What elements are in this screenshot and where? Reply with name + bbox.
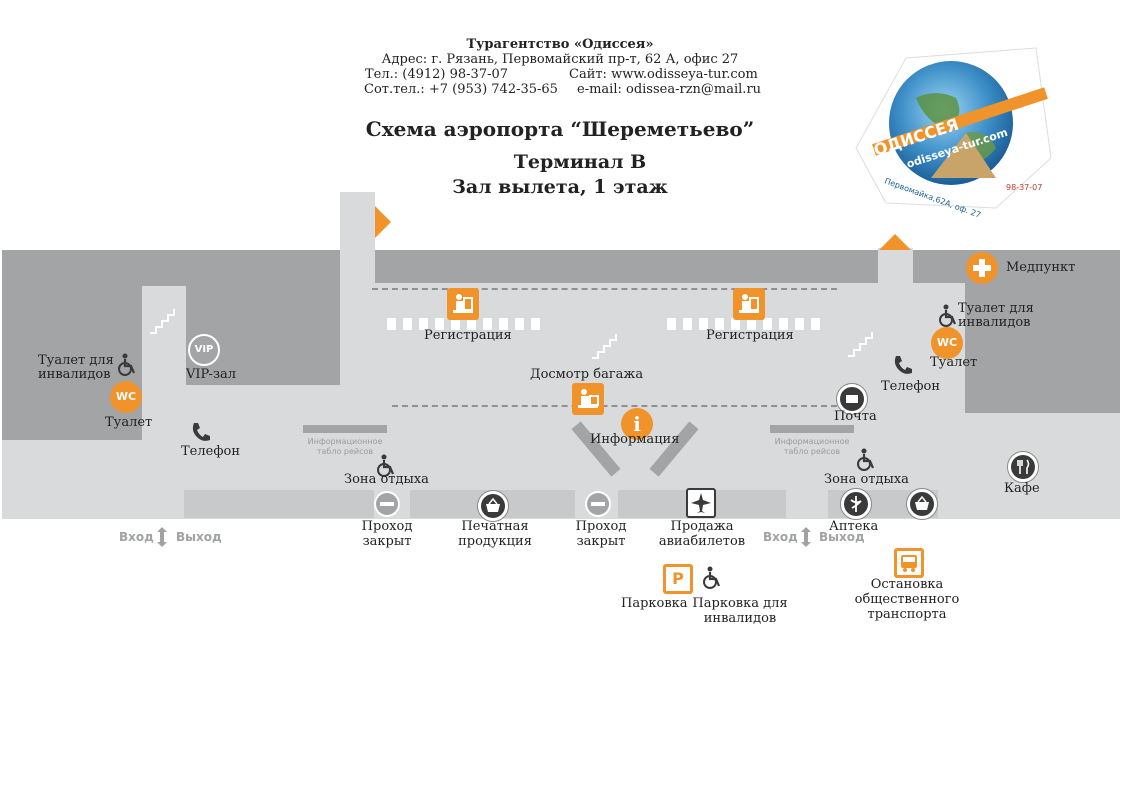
rest-zone-right-label: Зона отдыха bbox=[824, 472, 909, 487]
stairs-center-icon bbox=[592, 334, 617, 359]
medpunkt-icon[interactable] bbox=[966, 252, 998, 284]
medpunkt-label: Медпункт bbox=[1006, 260, 1076, 275]
mail-label: Почта bbox=[834, 409, 877, 424]
flight-board-left-label: Информационное табло рейсов bbox=[307, 437, 383, 456]
toilet-left-label: Туалет bbox=[105, 415, 153, 430]
entry-left-label: Вход bbox=[119, 530, 154, 544]
agency-name: Турагентство «Одиссея» bbox=[466, 37, 654, 52]
baggage-check-icon[interactable] bbox=[572, 383, 604, 415]
phone-right-label: Телефон bbox=[881, 379, 940, 394]
cafe-area bbox=[965, 415, 1120, 519]
right-wing bbox=[965, 385, 1120, 415]
vip-hall-label: VIP-зал bbox=[186, 367, 237, 382]
left-entrance-area bbox=[2, 440, 142, 519]
agency-mobile: Сот.тел.: +7 (953) 742-35-65 bbox=[364, 82, 558, 97]
page-title: Схема аэропорта “Шереметьево” bbox=[365, 117, 755, 141]
registration-left-label: Регистрация bbox=[424, 328, 512, 343]
parking-disabled-label: Парковка для инвалидов bbox=[692, 596, 788, 626]
registration-right-label: Регистрация bbox=[706, 328, 794, 343]
stairs-left-icon bbox=[150, 309, 175, 334]
agency-email[interactable]: e-mail: odissea-rzn@mail.ru bbox=[577, 82, 762, 97]
rest-zone-left-label: Зона отдыха bbox=[344, 472, 429, 487]
information-icon[interactable]: i bbox=[621, 408, 653, 440]
wheelchair-right-icon bbox=[939, 304, 957, 327]
exit-left-label: Выход bbox=[176, 530, 222, 544]
registration-line bbox=[372, 288, 837, 290]
shops-block-1 bbox=[184, 490, 374, 518]
pharmacy-label: Аптека bbox=[829, 519, 879, 534]
toilet-right-label: Туалет bbox=[930, 355, 978, 370]
toilet-disabled-right-label: Туалет для инвалидов bbox=[958, 301, 1034, 330]
stairs-right-icon bbox=[848, 332, 873, 357]
flight-board-left bbox=[303, 425, 387, 433]
cafe-icon[interactable] bbox=[1007, 451, 1039, 483]
passage-closed-1-label: Проход закрыт bbox=[361, 519, 413, 549]
tickets-label: Продажа авиабилетов bbox=[658, 519, 746, 549]
wheelchair-rest-left-icon bbox=[377, 454, 395, 477]
security-line bbox=[392, 405, 837, 407]
terminal-title: Терминал B bbox=[513, 151, 647, 173]
agency-address: Адрес: г. Рязань, Первомайский пр-т, 62 … bbox=[381, 52, 739, 67]
gate-arrow-left-icon bbox=[375, 206, 391, 238]
left-tower bbox=[340, 192, 375, 413]
registration-left-icon[interactable] bbox=[447, 288, 479, 320]
parking-icon[interactable]: P bbox=[663, 564, 693, 594]
wheelchair-rest-right-icon bbox=[857, 448, 875, 471]
parking-disabled-icon[interactable] bbox=[701, 566, 723, 590]
right-tower bbox=[878, 248, 913, 418]
flight-board-right-label: Информационное табло рейсов bbox=[774, 437, 850, 456]
left-corridor bbox=[142, 286, 186, 426]
press-label: Печатная продукция bbox=[458, 519, 532, 549]
pharmacy-icon[interactable] bbox=[840, 488, 872, 520]
entry-right-label: Вход bbox=[763, 530, 798, 544]
agency-phone: Тел.: (4912) 98-37-07 bbox=[365, 67, 509, 82]
wc-right-icon[interactable]: WC bbox=[931, 327, 963, 359]
wheelchair-left-icon bbox=[118, 353, 136, 376]
vip-icon[interactable]: VIP bbox=[188, 334, 220, 366]
check-in-desks-right bbox=[667, 318, 825, 330]
flight-board-right bbox=[770, 425, 854, 433]
mail-icon[interactable] bbox=[836, 383, 868, 415]
information-label: Информация bbox=[590, 432, 680, 447]
phone-left-icon[interactable] bbox=[190, 421, 210, 443]
no-entry-1-icon bbox=[374, 491, 400, 517]
airplane-icon[interactable] bbox=[686, 488, 716, 518]
passage-closed-2-label: Проход закрыт bbox=[575, 519, 627, 549]
odisseya-logo: ОДИССЕЯ odisseya-tur.com Первомайка,62А,… bbox=[846, 38, 1056, 220]
toilet-disabled-left-label: Туалет для инвалидов bbox=[38, 353, 114, 382]
shop-basket-icon[interactable] bbox=[906, 488, 938, 520]
entry-exit-right-icon bbox=[801, 527, 811, 547]
press-icon[interactable] bbox=[477, 490, 509, 522]
baggage-check-label: Досмотр багажа bbox=[530, 367, 644, 382]
parking-label: Парковка bbox=[621, 596, 688, 611]
bus-icon[interactable] bbox=[894, 548, 924, 578]
no-entry-2-icon bbox=[585, 491, 611, 517]
agency-site[interactable]: Сайт: www.odisseya-tur.com bbox=[569, 67, 758, 82]
registration-right-icon[interactable] bbox=[733, 288, 765, 320]
phone-right-icon[interactable] bbox=[892, 354, 912, 376]
logo-phone: 98-37-07 bbox=[1006, 183, 1042, 192]
cafe-label: Кафе bbox=[1004, 481, 1040, 496]
check-in-desks-left bbox=[387, 318, 545, 330]
bus-stop-label: Остановка общественного транспорта bbox=[854, 577, 960, 622]
gate-arrow-top-icon bbox=[879, 234, 911, 250]
exit-right-label: Выход bbox=[819, 530, 865, 544]
wc-left-icon[interactable]: WC bbox=[110, 381, 142, 413]
phone-left-label: Телефон bbox=[181, 444, 240, 459]
hall-title: Зал вылета, 1 этаж bbox=[452, 176, 668, 198]
entry-exit-left-icon bbox=[157, 527, 167, 547]
